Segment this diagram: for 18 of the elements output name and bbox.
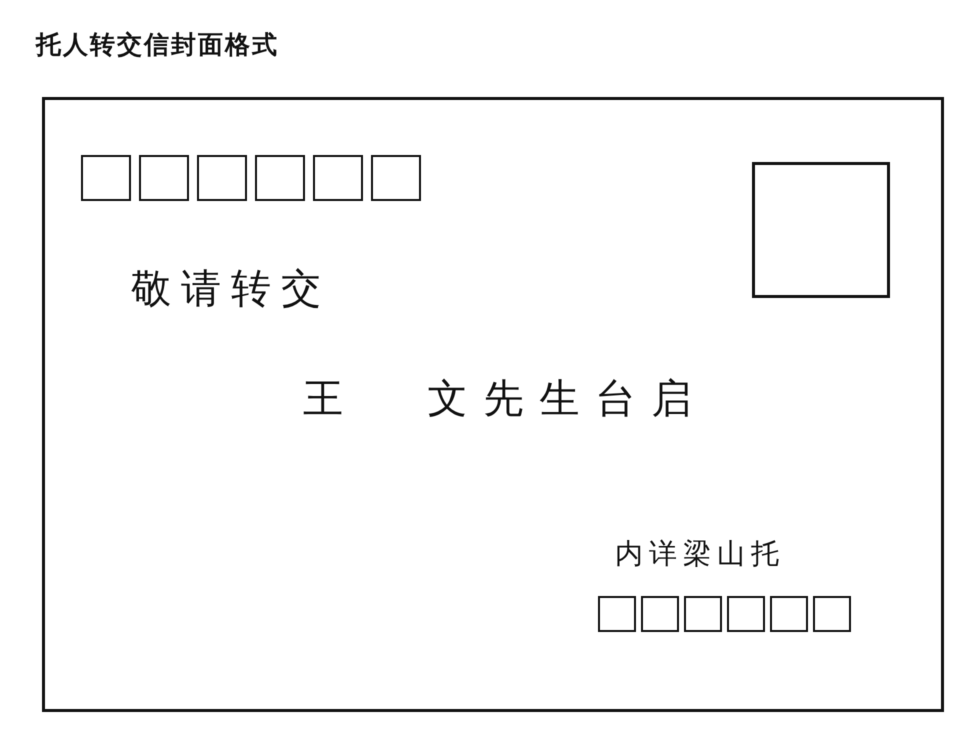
postcode-square <box>813 596 851 632</box>
postcode-square <box>81 155 131 201</box>
postcode-square <box>313 155 363 201</box>
postcode-square <box>770 596 808 632</box>
stamp-square <box>752 162 890 298</box>
postcode-square <box>598 596 636 632</box>
title: 托人转交信封面格式 <box>36 29 279 61</box>
postcode-square <box>139 155 189 201</box>
sender-note: 内详梁山托 <box>615 537 785 571</box>
postcode-square <box>255 155 305 201</box>
postcode-square <box>684 596 722 632</box>
postcode-square <box>641 596 679 632</box>
postcode-square <box>371 155 421 201</box>
forwarding-request: 敬请转交 <box>131 265 331 313</box>
recipient-name: 王 文先生台启 <box>303 375 708 423</box>
envelope <box>42 97 944 712</box>
postcode-square <box>197 155 247 201</box>
postcode-square <box>727 596 765 632</box>
